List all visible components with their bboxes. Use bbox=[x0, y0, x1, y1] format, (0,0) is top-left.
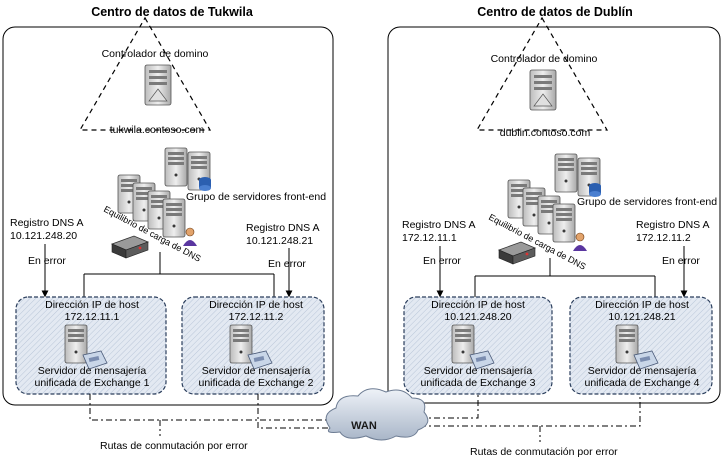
front-end-pool-label: Grupo de servidores front-end bbox=[577, 196, 717, 208]
domain-controller-server-icon bbox=[144, 64, 172, 106]
database-server-icon bbox=[164, 147, 188, 187]
dns-record-label: Registro DNS A bbox=[246, 222, 320, 234]
server-label: Servidor de mensajería bbox=[424, 365, 533, 377]
server-label: Servidor de mensajería bbox=[588, 365, 697, 377]
admin-user-icon bbox=[183, 227, 197, 246]
dns-record-label: Registro DNS A bbox=[402, 219, 476, 231]
datacenter-title: Centro de datos de Dublín bbox=[477, 5, 633, 19]
server-label: unificada de Exchange 1 bbox=[34, 377, 149, 389]
host-ip: 172.12.11.2 bbox=[229, 311, 284, 323]
domain-controller-host: dublin.contoso.com bbox=[500, 127, 591, 139]
on-error-label: En error bbox=[423, 255, 461, 267]
domain-controller: Controlador de domino tukwila.contoso.co… bbox=[78, 16, 212, 136]
domain-controller-host: tukwila.contoso.com bbox=[110, 124, 205, 136]
front-end-server-icon bbox=[162, 198, 186, 238]
admin-user-icon bbox=[573, 232, 587, 251]
host-ip: 172.12.11.1 bbox=[65, 311, 120, 323]
datacenter-tukwila: Centro de datos de Tukwila Controlador d… bbox=[2, 5, 334, 406]
database-server-icon bbox=[554, 153, 578, 193]
wan-label: WAN bbox=[351, 420, 377, 432]
dns-record-a: Registro DNS A 10.121.248.20 En error bbox=[10, 217, 84, 298]
host-box-exchange-1: Dirección IP de host 172.12.11.1 Servido… bbox=[15, 296, 167, 395]
front-end-pool-label: Grupo de servidores front-end bbox=[186, 191, 326, 203]
host-ip: 10.121.248.21 bbox=[608, 311, 675, 323]
dns-record-b: Registro DNS A 172.12.11.2 En error bbox=[636, 219, 710, 298]
on-error-label: En error bbox=[268, 258, 306, 270]
datacenter-dublin: Centro de datos de Dublín Controlador de… bbox=[387, 5, 721, 404]
server-label: unificada de Exchange 4 bbox=[584, 377, 699, 389]
datacenter-title: Centro de datos de Tukwila bbox=[91, 5, 254, 19]
host-ip-label: Dirección IP de host bbox=[209, 299, 303, 311]
server-label: unificada de Exchange 2 bbox=[198, 377, 313, 389]
dns-record-label: Registro DNS A bbox=[10, 217, 84, 229]
on-error-label: En error bbox=[662, 255, 700, 267]
host-ip-label: Dirección IP de host bbox=[45, 299, 139, 311]
front-end-server-icon bbox=[552, 203, 576, 243]
wan-cloud: WAN bbox=[325, 388, 429, 441]
host-box-exchange-3: Dirección IP de host 10.121.248.20 Servi… bbox=[403, 296, 553, 395]
domain-controller: Controlador de domino dublin.contoso.com bbox=[475, 16, 609, 139]
server-label: unificada de Exchange 3 bbox=[420, 377, 535, 389]
dns-record-ip: 10.121.248.20 bbox=[10, 230, 77, 242]
domain-controller-label: Controlador de domino bbox=[491, 53, 598, 65]
host-ip: 10.121.248.20 bbox=[444, 311, 511, 323]
dns-record-ip: 10.121.248.21 bbox=[246, 235, 313, 247]
dns-record-ip: 172.12.11.1 bbox=[402, 232, 457, 244]
host-ip-label: Dirección IP de host bbox=[595, 299, 689, 311]
dns-record-label: Registro DNS A bbox=[636, 219, 710, 231]
failover-routes-label-left: Rutas de conmutación por error bbox=[100, 440, 248, 452]
domain-controller-server-icon bbox=[529, 69, 557, 111]
dns-record-b: Registro DNS A 10.121.248.21 En error bbox=[246, 222, 320, 298]
host-box-exchange-2: Dirección IP de host 172.12.11.2 Servido… bbox=[181, 296, 325, 395]
failover-routes-label-right: Rutas de conmutación por error bbox=[470, 446, 618, 458]
dns-record-ip: 172.12.11.2 bbox=[636, 232, 691, 244]
server-label: Servidor de mensajería bbox=[38, 365, 147, 377]
on-error-label: En error bbox=[28, 255, 66, 267]
host-box-exchange-4: Dirección IP de host 10.121.248.21 Servi… bbox=[569, 296, 713, 395]
failover-routes bbox=[89, 394, 641, 442]
host-ip-label: Dirección IP de host bbox=[431, 299, 525, 311]
server-label: Servidor de mensajería bbox=[202, 365, 311, 377]
domain-controller-label: Controlador de domino bbox=[102, 48, 209, 60]
dns-record-a: Registro DNS A 172.12.11.1 En error bbox=[402, 219, 476, 298]
